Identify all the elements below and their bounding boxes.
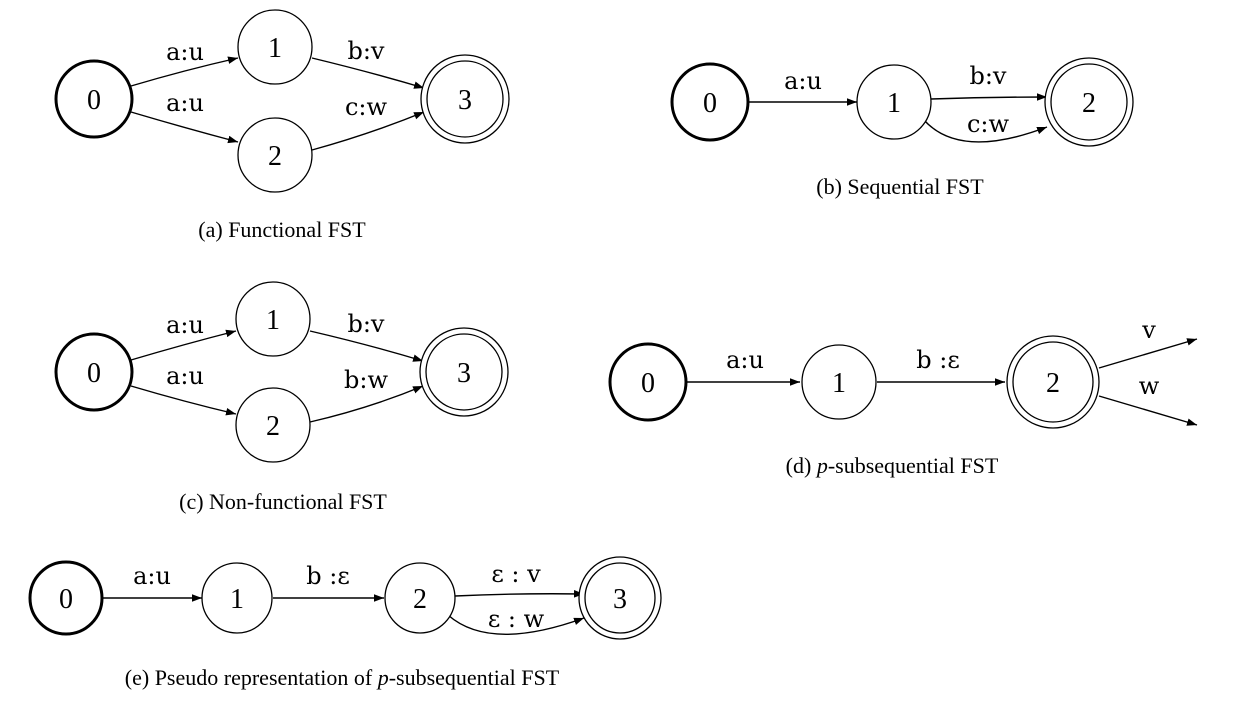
edge-b-1-2-bottom-label: c:w (967, 110, 1010, 138)
state-c-0-label: 0 (87, 358, 101, 389)
state-a-3-inner (426, 60, 504, 138)
caption-c: (c) Non-functional FST (179, 489, 387, 514)
edge-e-2-3-top-label: ε : v (491, 560, 541, 588)
state-b-2-label: 2 (1082, 88, 1096, 119)
edge-b-1-2-top (930, 93, 1048, 101)
figure-a-functional-fst: 0 1 2 3 a:u a:u b:v c:w (a) Functional F… (54, 9, 510, 242)
state-a-0 (54, 59, 134, 139)
edge-b-0-1-label: a:u (784, 67, 822, 95)
caption-b: (b) Sequential FST (816, 174, 984, 199)
state-e-3-inner (584, 562, 656, 634)
state-d-1 (801, 344, 877, 420)
figure-d-p-subsequential-fst: 0 1 2 a:u b :ε v w (d) p-subsequential F… (608, 316, 1198, 478)
state-e-2-label: 2 (413, 584, 427, 615)
state-e-1 (201, 562, 273, 634)
state-c-1-label: 1 (266, 305, 280, 336)
state-e-3-label: 3 (613, 584, 627, 615)
edge-c-0-2-label: a:u (166, 362, 204, 390)
edge-a-1-3 (311, 57, 425, 89)
caption-a: (a) Functional FST (198, 217, 366, 242)
edge-e-0-1-label: a:u (133, 562, 171, 590)
state-a-2-label: 2 (268, 141, 282, 172)
state-a-3-label: 3 (458, 85, 472, 116)
state-c-0 (54, 332, 134, 412)
state-e-0 (28, 560, 104, 636)
edge-a-0-2 (130, 111, 239, 144)
state-d-2-inner (1012, 341, 1094, 423)
state-b-1 (856, 64, 932, 140)
edge-e-1-2-label: b :ε (306, 562, 350, 590)
edge-c-1-3 (309, 330, 424, 362)
figure-c-non-functional-fst: 0 1 2 3 a:u a:u b:v b:w (c) Non-function… (54, 281, 509, 514)
state-d-1-label: 1 (832, 368, 846, 399)
state-a-2 (237, 117, 313, 193)
state-a-1 (237, 9, 313, 85)
state-b-0 (670, 62, 750, 142)
state-d-2-label: 2 (1046, 368, 1060, 399)
edge-d-final-w (1098, 395, 1198, 426)
state-b-2-inner (1050, 63, 1128, 141)
state-e-1-label: 1 (230, 584, 244, 615)
caption-e: (e) Pseudo representation of p-subsequen… (125, 665, 560, 690)
edge-c-0-1 (130, 329, 237, 361)
state-c-2 (235, 387, 311, 463)
edge-c-2-3 (309, 385, 424, 423)
edge-c-1-3-label: b:v (347, 310, 384, 338)
final-output-w-label: w (1139, 372, 1160, 400)
state-d-0 (608, 342, 688, 422)
edge-b-1-2-top-label: b:v (969, 62, 1006, 90)
figure-e-pseudo-representation: 0 1 2 3 a:u b :ε ε : v ε : w (e) Pseudo … (28, 556, 662, 690)
edge-e-2-3-bottom-label: ε : w (488, 605, 545, 633)
edge-a-2-3-label: c:w (345, 93, 388, 121)
state-c-3-inner (425, 333, 503, 411)
edge-a-2-3 (311, 111, 425, 151)
state-e-2 (384, 562, 456, 634)
edge-e-2-3-bottom (447, 614, 585, 635)
edge-e-2-3-top (454, 590, 585, 598)
state-a-0-label: 0 (87, 85, 101, 116)
edge-c-2-3-label: b:w (344, 366, 388, 394)
edge-c-0-2 (130, 385, 237, 416)
state-a-1-label: 1 (268, 33, 282, 64)
figure-b-sequential-fst: 0 1 2 a:u b:v c:w (b) Sequential FST (670, 57, 1134, 199)
state-e-0-label: 0 (59, 584, 73, 615)
edge-d-final-v (1098, 338, 1198, 369)
state-b-0-label: 0 (703, 88, 717, 119)
edge-a-0-2-label: a:u (166, 89, 204, 117)
final-output-v-label: v (1141, 316, 1156, 344)
edge-b-1-2-bottom (923, 119, 1048, 143)
caption-d: (d) p-subsequential FST (786, 453, 999, 478)
state-c-1 (235, 281, 311, 357)
edge-d-0-1-label: a:u (726, 346, 764, 374)
edge-a-0-1 (130, 56, 239, 87)
state-c-3-label: 3 (457, 358, 471, 389)
state-b-1-label: 1 (887, 88, 901, 119)
edge-a-1-3-label: b:v (347, 37, 384, 65)
state-d-0-label: 0 (641, 368, 655, 399)
edge-c-0-1-label: a:u (166, 311, 204, 339)
edge-d-1-2-label: b :ε (916, 346, 960, 374)
edge-a-0-1-label: a:u (166, 38, 204, 66)
state-c-2-label: 2 (266, 411, 280, 442)
